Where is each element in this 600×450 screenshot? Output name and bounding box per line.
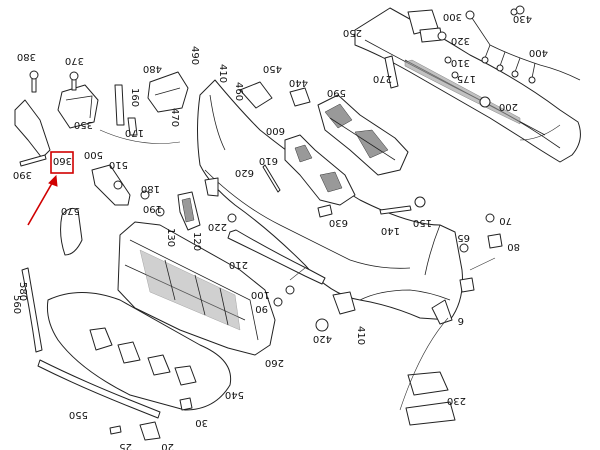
label-210: 210 xyxy=(229,259,248,270)
small-bottom-parts xyxy=(109,397,193,441)
label-160: 160 xyxy=(129,88,140,107)
label-100: 100 xyxy=(251,289,270,300)
label-560: 560 xyxy=(11,295,22,314)
label-90: 90 xyxy=(255,303,268,314)
label-30: 30 xyxy=(195,417,208,428)
label-460: 460 xyxy=(233,82,244,101)
label-170: 170 xyxy=(125,127,144,138)
label-250: 250 xyxy=(343,27,362,38)
label-300: 300 xyxy=(443,11,462,22)
label-480: 480 xyxy=(143,63,162,74)
label-590: 590 xyxy=(327,87,346,98)
label-70: 70 xyxy=(499,215,512,226)
label-20: 20 xyxy=(161,441,174,450)
label-370: 370 xyxy=(65,55,84,66)
label-6: 6 xyxy=(458,315,464,326)
label-180: 180 xyxy=(141,183,160,194)
label-310: 310 xyxy=(451,57,470,68)
label-630: 630 xyxy=(329,217,348,228)
side-bracket xyxy=(177,191,201,231)
label-270: 270 xyxy=(373,73,392,84)
molding-strips xyxy=(21,267,161,419)
rear-bumper-cover xyxy=(354,7,581,163)
part-labels: 380 370 350 390 360 500 510 570 160 170 … xyxy=(11,11,548,450)
wire-harness xyxy=(465,10,581,84)
leader-lines xyxy=(99,124,561,411)
rear-small-parts xyxy=(384,5,525,108)
label-570: 570 xyxy=(61,205,80,216)
cover-230 xyxy=(405,371,456,426)
label-600: 600 xyxy=(266,125,285,136)
label-25: 25 xyxy=(119,441,132,450)
skid-plate xyxy=(47,292,232,411)
left-side-parts xyxy=(14,70,138,256)
label-490: 490 xyxy=(189,46,200,65)
label-510: 510 xyxy=(109,159,128,170)
label-200: 200 xyxy=(499,101,518,112)
label-190: 190 xyxy=(143,203,162,214)
label-230: 230 xyxy=(447,395,466,406)
label-65: 65 xyxy=(457,232,470,243)
label-430: 430 xyxy=(513,13,532,24)
label-120: 120 xyxy=(191,232,202,251)
label-400: 400 xyxy=(529,47,548,58)
label-470: 470 xyxy=(169,108,180,127)
label-410-top: 410 xyxy=(217,64,228,83)
label-360: 360 xyxy=(53,155,72,166)
label-260: 260 xyxy=(265,357,284,368)
label-580: 580 xyxy=(17,282,28,301)
label-220: 220 xyxy=(208,221,227,232)
label-350: 350 xyxy=(74,119,93,130)
label-175: 175 xyxy=(457,73,476,84)
label-150: 150 xyxy=(413,217,432,228)
bracket-480 xyxy=(147,71,189,113)
label-420: 420 xyxy=(313,333,332,344)
label-320: 320 xyxy=(451,35,470,46)
label-140: 140 xyxy=(381,225,400,236)
arrow-head xyxy=(48,174,58,187)
label-540: 540 xyxy=(225,389,244,400)
label-610: 610 xyxy=(259,155,278,166)
highlight-callout xyxy=(27,151,74,226)
label-440: 440 xyxy=(289,77,308,88)
label-620: 620 xyxy=(235,167,254,178)
label-80: 80 xyxy=(507,241,520,252)
label-550: 550 xyxy=(69,409,88,420)
lower-trim xyxy=(227,229,326,285)
label-390: 390 xyxy=(13,169,32,180)
bracket-600 xyxy=(284,134,356,206)
label-410-bottom: 410 xyxy=(355,326,366,345)
label-500: 500 xyxy=(84,149,103,160)
label-450: 450 xyxy=(263,63,282,74)
bracket-590 xyxy=(317,94,409,176)
label-130: 130 xyxy=(165,228,176,247)
label-380: 380 xyxy=(17,51,36,62)
highlight-box xyxy=(50,151,74,174)
highlight-arrow xyxy=(27,177,56,226)
fasteners xyxy=(113,81,503,332)
